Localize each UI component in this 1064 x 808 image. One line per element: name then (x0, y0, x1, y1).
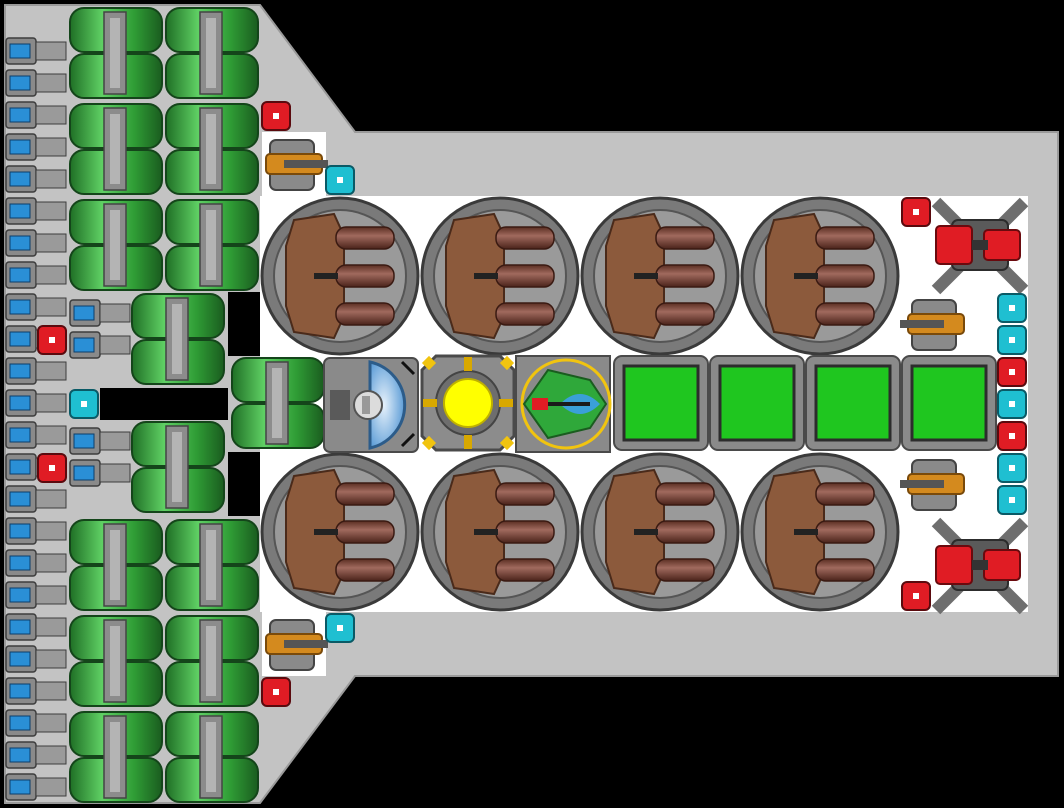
thruster-2[interactable] (5, 69, 67, 97)
thruster-24[interactable] (5, 773, 67, 801)
fuel-tank-15[interactable] (231, 357, 325, 449)
thruster-18[interactable] (5, 581, 67, 609)
thruster-inner-1[interactable] (69, 299, 131, 327)
fuel-tank-3[interactable] (69, 103, 163, 195)
fuel-tank-13[interactable] (131, 293, 225, 385)
thruster-13[interactable] (5, 421, 67, 449)
thruster-inner-4[interactable] (69, 459, 131, 487)
cargo-drum-bay-6[interactable] (420, 452, 580, 612)
cargo-crate-4[interactable] (901, 355, 997, 451)
light-turret-4[interactable] (900, 459, 965, 511)
thruster-22[interactable] (5, 709, 67, 737)
fuel-tank-bank[interactable] (69, 7, 325, 803)
thruster-9[interactable] (5, 293, 67, 321)
fuel-tank-11[interactable] (69, 711, 163, 803)
cyan-connector-6[interactable] (997, 453, 1027, 483)
cyan-connector-3[interactable] (997, 293, 1027, 323)
red-connector-2[interactable] (37, 325, 67, 355)
thruster-3[interactable] (5, 101, 67, 129)
thruster-19[interactable] (5, 613, 67, 641)
thruster-inner-2[interactable] (69, 331, 131, 359)
fuel-tank-6[interactable] (165, 199, 259, 291)
fuel-tank-4[interactable] (165, 103, 259, 195)
cargo-drum-bays[interactable] (260, 196, 900, 612)
red-connector-6[interactable] (997, 421, 1027, 451)
fuel-tank-2[interactable] (165, 7, 259, 99)
reactor-core[interactable] (400, 354, 516, 452)
fuel-tank-1[interactable] (69, 7, 163, 99)
red-connector-1[interactable] (261, 101, 291, 131)
cockpit[interactable] (515, 355, 612, 453)
light-turrets[interactable] (265, 139, 965, 671)
red-connector-8[interactable] (261, 677, 291, 707)
thruster-20[interactable] (5, 645, 67, 673)
fuel-tank-7[interactable] (69, 519, 163, 611)
fuel-tank-14[interactable] (131, 421, 225, 513)
light-turret-2[interactable] (265, 619, 328, 671)
fuel-tank-8[interactable] (165, 519, 259, 611)
cargo-drum-bay-3[interactable] (580, 196, 740, 356)
cyan-connector-4[interactable] (997, 325, 1027, 355)
heavy-gun-1[interactable] (931, 197, 1029, 295)
red-connector-5[interactable] (997, 357, 1027, 387)
thruster-5[interactable] (5, 165, 67, 193)
thruster-11[interactable] (5, 357, 67, 385)
thruster-1[interactable] (5, 37, 67, 65)
cargo-drum-bay-4[interactable] (740, 196, 900, 356)
cargo-drum-bay-8[interactable] (740, 452, 900, 612)
cyan-connector-7[interactable] (997, 485, 1027, 515)
red-connector-3[interactable] (37, 453, 67, 483)
cargo-drum-bay-5[interactable] (260, 452, 420, 612)
fuel-tank-12[interactable] (165, 711, 259, 803)
thruster-21[interactable] (5, 677, 67, 705)
light-turret-3[interactable] (900, 299, 965, 351)
cargo-crate-row[interactable] (613, 355, 997, 451)
cyan-connector-5[interactable] (997, 389, 1027, 419)
connector-nodes[interactable] (37, 101, 1027, 707)
heavy-gun-mounts[interactable] (931, 197, 1029, 615)
thruster-column[interactable] (5, 37, 131, 801)
thruster-4[interactable] (5, 133, 67, 161)
cyan-connector-2[interactable] (69, 389, 99, 419)
thruster-12[interactable] (5, 389, 67, 417)
thruster-23[interactable] (5, 741, 67, 769)
cargo-drum-bay-7[interactable] (580, 452, 740, 612)
cargo-crate-1[interactable] (613, 355, 709, 451)
cargo-crate-3[interactable] (805, 355, 901, 451)
heavy-gun-2[interactable] (931, 517, 1029, 615)
cargo-drum-bay-1[interactable] (260, 196, 420, 356)
thruster-15[interactable] (5, 485, 67, 513)
cyan-connector-8[interactable] (325, 613, 355, 643)
thruster-16[interactable] (5, 517, 67, 545)
cargo-drum-bay-2[interactable] (420, 196, 580, 356)
red-connector-7[interactable] (901, 581, 931, 611)
cargo-crate-2[interactable] (709, 355, 805, 451)
thruster-inner-3[interactable] (69, 427, 131, 455)
light-turret-1[interactable] (265, 139, 328, 191)
fuel-tank-5[interactable] (69, 199, 163, 291)
thruster-17[interactable] (5, 549, 67, 577)
red-connector-4[interactable] (901, 197, 931, 227)
sensor-dome-module[interactable] (323, 357, 419, 453)
thruster-8[interactable] (5, 261, 67, 289)
fuel-tank-10[interactable] (165, 615, 259, 707)
cyan-connector-1[interactable] (325, 165, 355, 195)
thruster-7[interactable] (5, 229, 67, 257)
thruster-6[interactable] (5, 197, 67, 225)
fuel-tank-9[interactable] (69, 615, 163, 707)
